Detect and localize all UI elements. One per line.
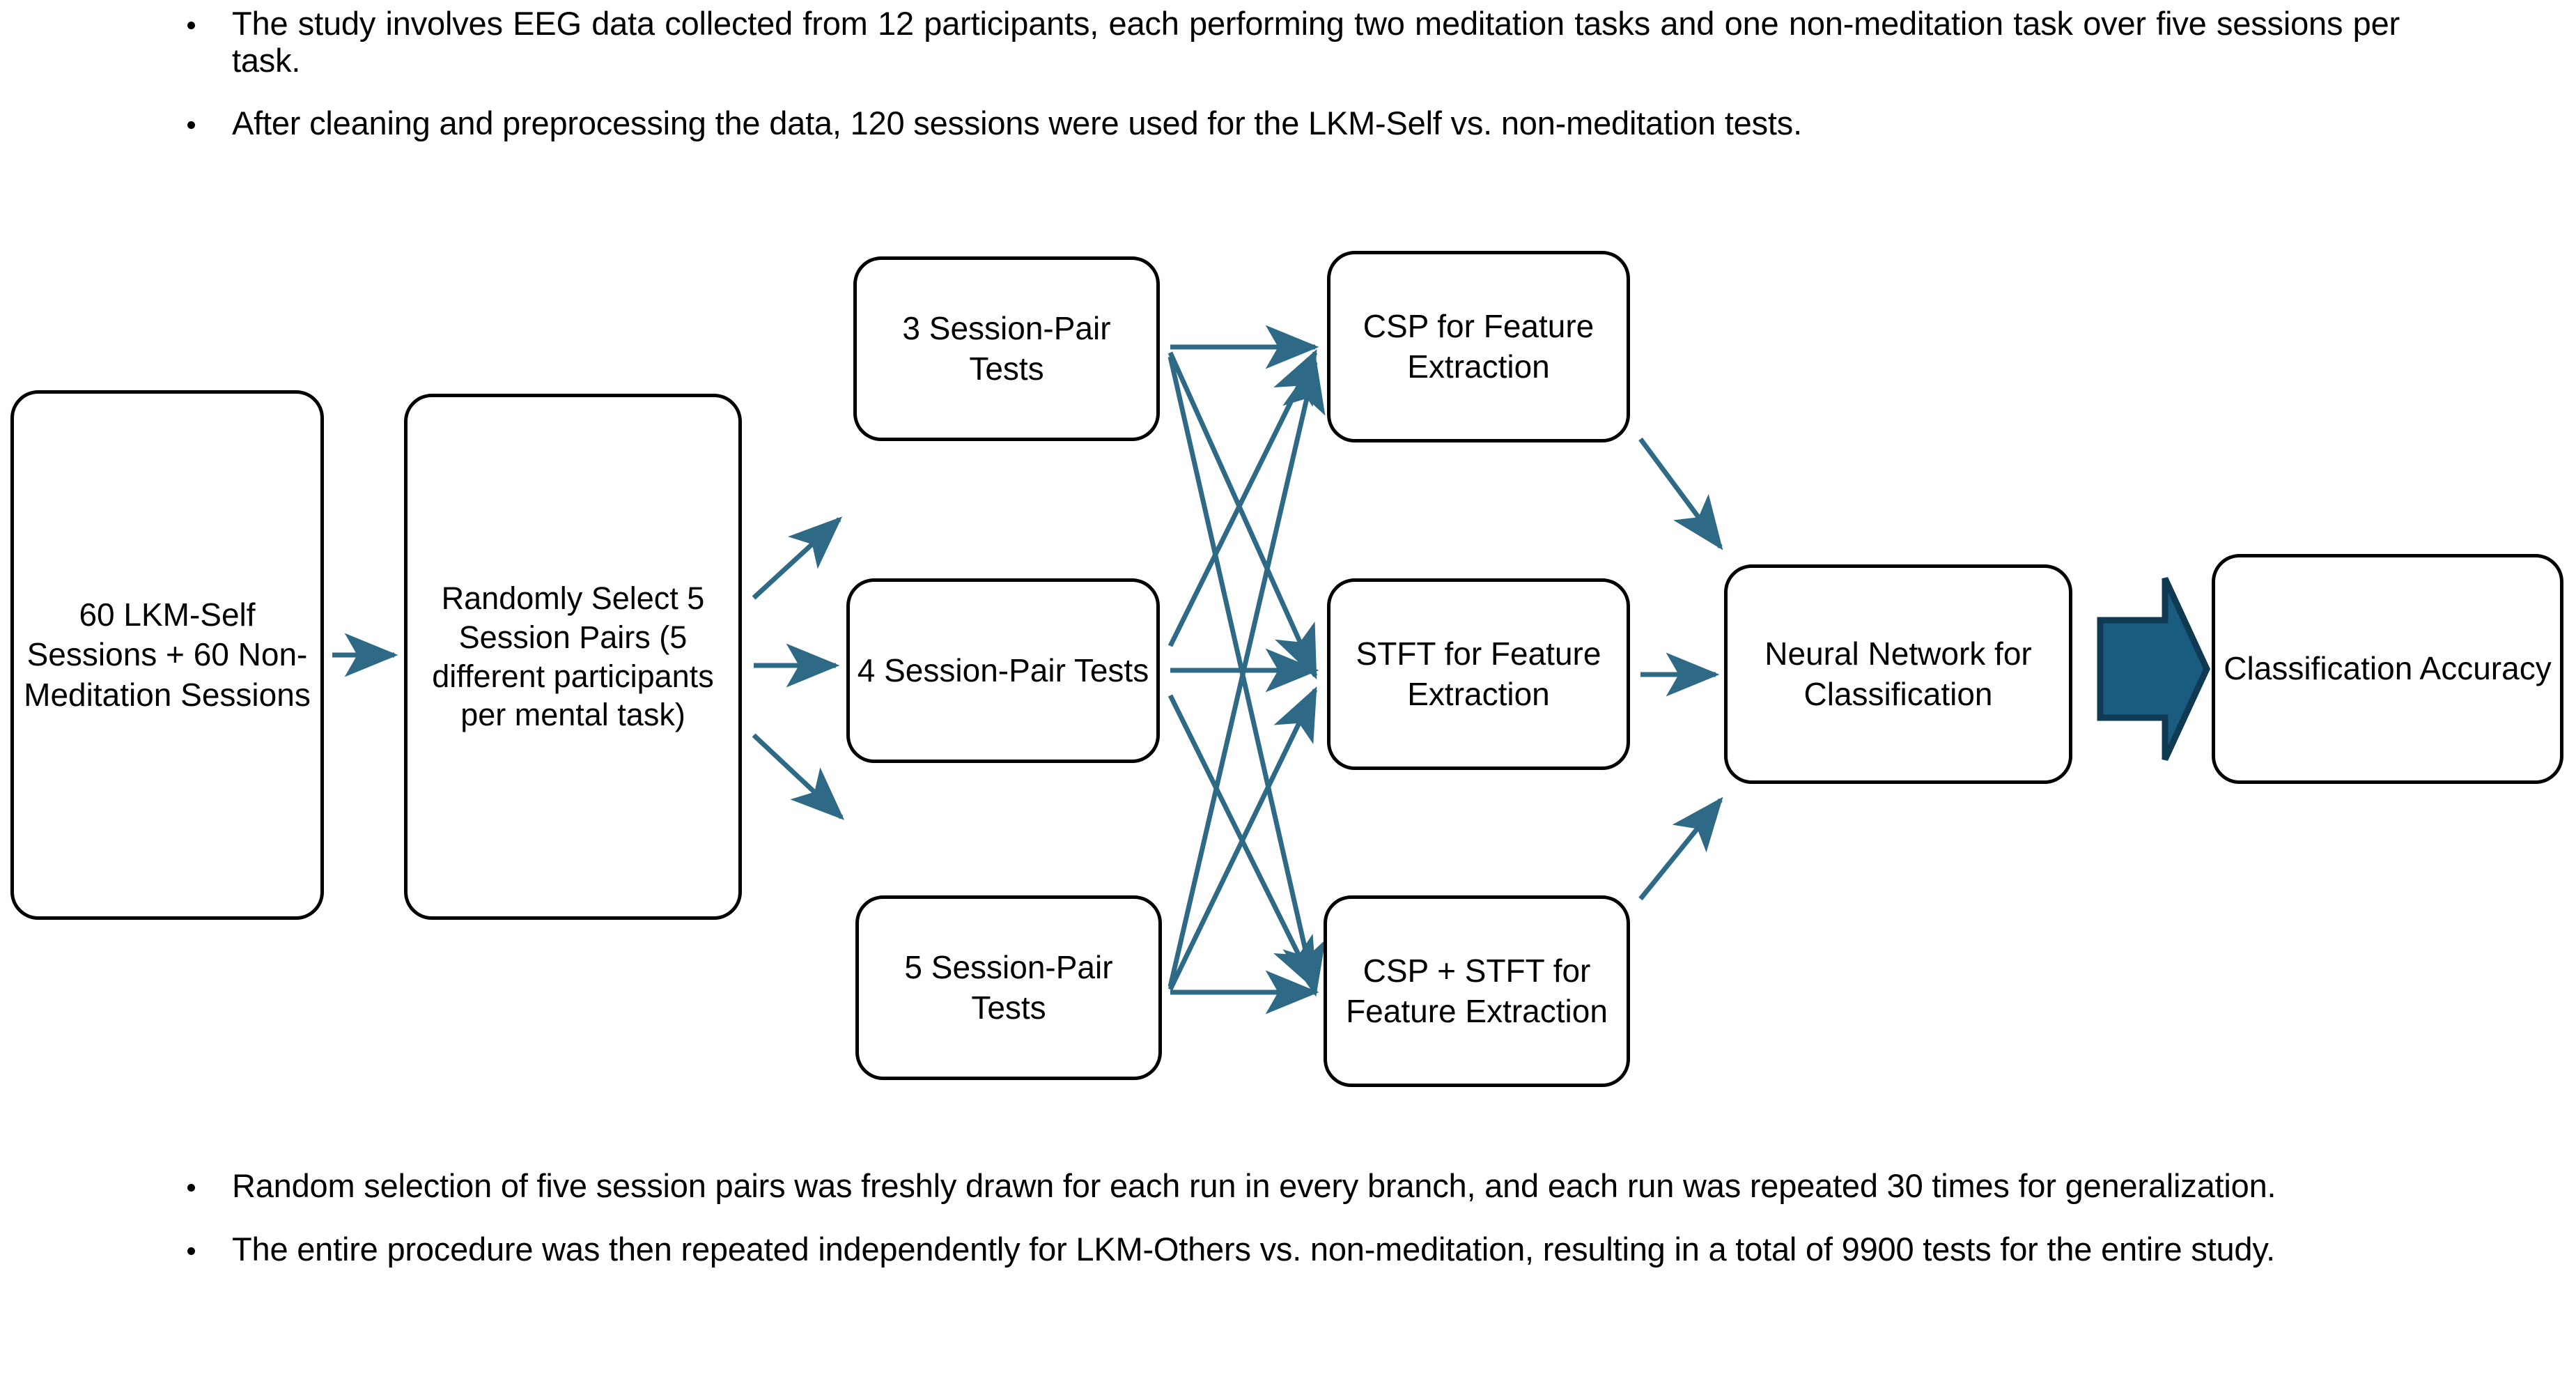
node-5-session-pair-tests[interactable]: 5 Session-Pair Tests bbox=[855, 895, 1162, 1080]
node-4-session-pair-tests[interactable]: 4 Session-Pair Tests bbox=[846, 578, 1160, 763]
node-label: Classification Accuracy bbox=[2224, 650, 2552, 687]
block-arrow-nn-to-accuracy bbox=[2097, 577, 2210, 761]
flowchart-connectors bbox=[332, 325, 2210, 1015]
node-source-sessions[interactable]: 60 LKM-Self Sessions + 60 Non-Meditation… bbox=[10, 390, 324, 920]
node-label: Neural Network for Classification bbox=[1764, 635, 2032, 712]
node-label: 4 Session-Pair Tests bbox=[857, 652, 1149, 688]
node-label: Randomly Select 5 Session Pairs (5 diffe… bbox=[432, 580, 714, 733]
bottom-bullet-list: Random selection of five session pairs w… bbox=[178, 1167, 2400, 1268]
edge-test3-to-stft bbox=[1167, 351, 1318, 680]
node-csp-stft-feature-extraction[interactable]: CSP + STFT for Feature Extraction bbox=[1324, 895, 1630, 1087]
edge-cspstft-to-nn bbox=[1638, 796, 1723, 901]
node-3-session-pair-tests[interactable]: 3 Session-Pair Tests bbox=[853, 256, 1160, 441]
edge-test5-to-csp bbox=[1167, 358, 1326, 987]
edge-random-to-test5 bbox=[752, 733, 845, 820]
edge-test5-to-stft bbox=[1167, 686, 1318, 991]
node-label: STFT for Feature Extraction bbox=[1356, 635, 1601, 712]
flowchart-diagram: 60 LKM-Self Sessions + 60 Non-Meditation… bbox=[0, 230, 2576, 1150]
edge-test4-to-csp bbox=[1167, 348, 1318, 647]
edge-test3-to-cspstft bbox=[1167, 356, 1326, 997]
edge-random-to-test3 bbox=[752, 516, 843, 600]
bullet-item: The entire procedure was then repeated i… bbox=[178, 1231, 2400, 1268]
node-label: 3 Session-Pair Tests bbox=[902, 310, 1111, 387]
node-stft-feature-extraction[interactable]: STFT for Feature Extraction bbox=[1327, 578, 1630, 770]
node-classification-accuracy[interactable]: Classification Accuracy bbox=[2212, 554, 2563, 784]
bullet-item: The study involves EEG data collected fr… bbox=[178, 5, 2400, 79]
node-label: 5 Session-Pair Tests bbox=[904, 949, 1113, 1026]
bullet-item: Random selection of five session pairs w… bbox=[178, 1167, 2400, 1205]
edge-csp-to-nn bbox=[1638, 437, 1723, 550]
node-csp-feature-extraction[interactable]: CSP for Feature Extraction bbox=[1327, 251, 1630, 442]
node-label: CSP + STFT for Feature Extraction bbox=[1346, 953, 1608, 1029]
top-bullet-list: The study involves EEG data collected fr… bbox=[178, 5, 2400, 142]
edge-test4-to-cspstft bbox=[1167, 694, 1318, 992]
bullet-item: After cleaning and preprocessing the dat… bbox=[178, 105, 2400, 142]
node-neural-network-classification[interactable]: Neural Network for Classification bbox=[1724, 564, 2072, 784]
node-label: 60 LKM-Self Sessions + 60 Non-Meditation… bbox=[24, 596, 311, 713]
node-random-selection[interactable]: Randomly Select 5 Session Pairs (5 diffe… bbox=[404, 394, 742, 920]
node-label: CSP for Feature Extraction bbox=[1363, 308, 1595, 385]
